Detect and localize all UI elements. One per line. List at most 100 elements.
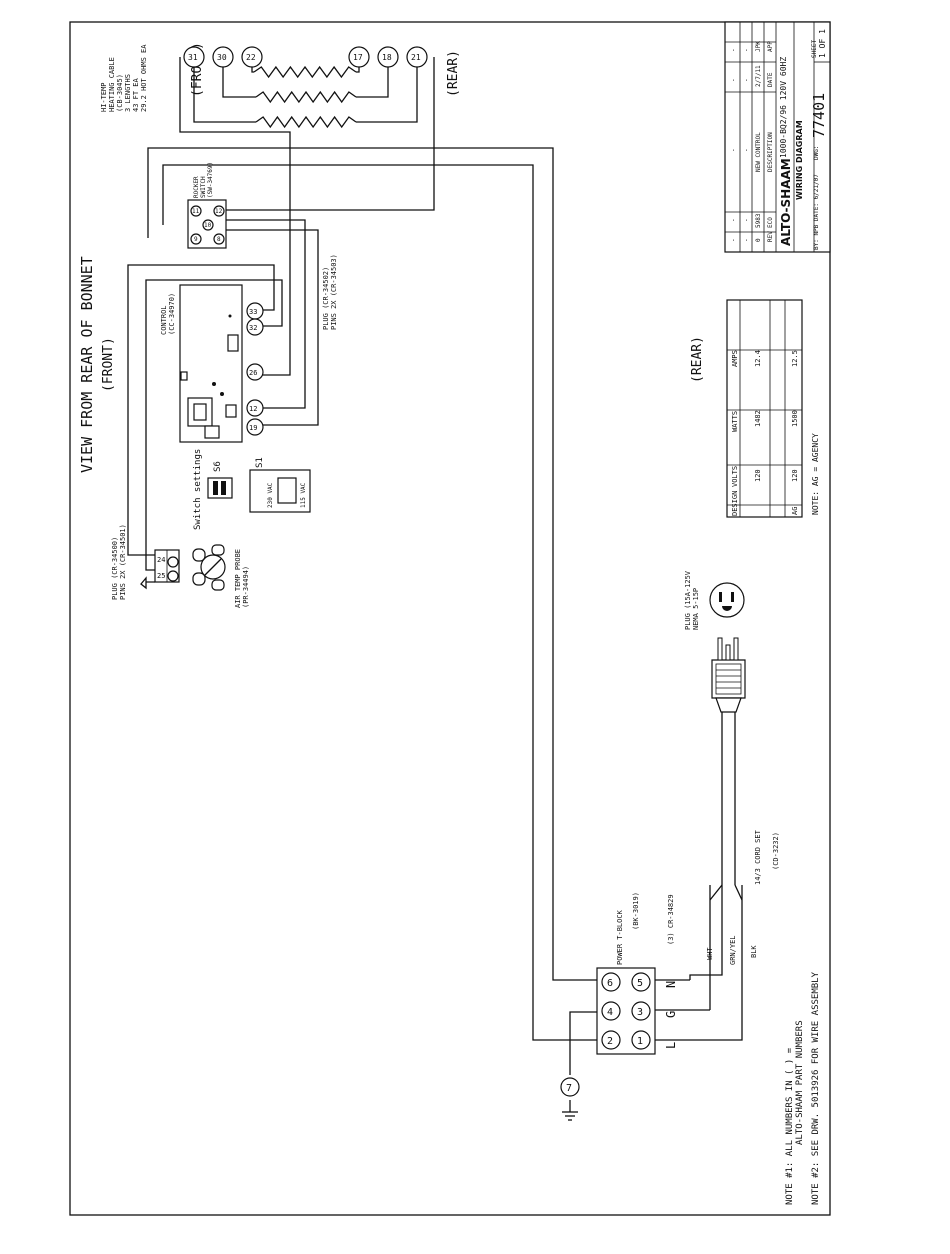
dwg-number: 77401 [810, 93, 828, 138]
svg-text:24: 24 [157, 556, 165, 564]
svg-text:11: 11 [192, 208, 200, 215]
spec-row-2-design: AG [791, 507, 799, 515]
svg-text:CONTROL: CONTROL [160, 305, 168, 335]
title-block: - - - - - - - - - - 0 5983 NEW CONTROL 2… [724, 21, 831, 253]
spec-header-amps: AMPS [731, 350, 739, 367]
svg-text:PINS 2X (CR-34503): PINS 2X (CR-34503) [330, 254, 338, 330]
svg-text:PINS 2X (CR-34501): PINS 2X (CR-34501) [119, 524, 127, 600]
svg-text:22: 22 [246, 53, 256, 62]
svg-text:ROCKER: ROCKER [193, 176, 200, 198]
ground-terminal [560, 1077, 580, 1097]
svg-text:32: 32 [249, 324, 257, 332]
spec-note: NOTE: AG = AGENCY [811, 433, 820, 515]
drawing-title: WIRING DIAGRAM [795, 120, 804, 200]
notes: NOTE #1: ALL NUMBERS IN ( ) = ALTO-SHAAM… [785, 971, 821, 1205]
nema-receptacle-icon [709, 582, 745, 618]
rev-row-1-eco: - [730, 218, 737, 222]
spec-row-2-amps: 12.5 [791, 350, 799, 367]
rev-head-app: APP [767, 41, 774, 52]
wire-grn: GRN/YEL [729, 935, 737, 965]
spec-row-2-watts: 1500 [791, 410, 799, 427]
sheet-number: 1 OF 1 [818, 29, 827, 58]
svg-text:(3) CR-34829: (3) CR-34829 [667, 894, 675, 945]
svg-text:1: 1 [637, 1036, 643, 1047]
neutral-label: N [664, 981, 678, 988]
heater-element-3 [255, 115, 357, 129]
svg-text:(CC-34970): (CC-34970) [168, 293, 176, 335]
wire-blk: BLK [750, 945, 758, 958]
power-plug: PLUG (15A-125V NEMA 5-15P 14/3 CORD SET … [684, 570, 780, 901]
svg-text:12: 12 [215, 208, 223, 215]
svg-text:(SW-34769): (SW-34769) [207, 162, 214, 198]
spec-row-2-volts: 120 [791, 469, 799, 482]
rev-row-2-app: - [743, 48, 750, 52]
svg-text:115 VAC: 115 VAC [300, 482, 307, 508]
svg-text:NOTE #1: ALL NUMBERS IN ( ) =: NOTE #1: ALL NUMBERS IN ( ) = [785, 1047, 795, 1205]
svg-text:12: 12 [249, 405, 257, 413]
svg-text:7: 7 [566, 1083, 572, 1094]
svg-text:3: 3 [637, 1007, 643, 1018]
svg-text:29.2 HOT OHMS EA: 29.2 HOT OHMS EA [140, 44, 148, 112]
line-label: L [664, 1042, 678, 1049]
rev-row-2-desc: - [743, 148, 750, 152]
svg-text:18: 18 [382, 53, 392, 62]
svg-text:230 VAC: 230 VAC [267, 482, 274, 508]
control-plug-label: PLUG (CR-34502) PINS 2X (CR-34503) [322, 254, 338, 330]
model-text: 1000-BQ2/96 120V 60HZ [779, 57, 788, 158]
rev-row-1-desc: - [730, 148, 737, 152]
rear-label-top: (REAR) [446, 50, 461, 97]
rev-row-1-rev: - [730, 238, 737, 242]
svg-text:S6: S6 [213, 461, 223, 472]
svg-text:ALTO-SHAAM PART NUMBERS: ALTO-SHAAM PART NUMBERS [795, 1020, 805, 1145]
svg-text:2: 2 [607, 1036, 613, 1047]
svg-text:S1: S1 [255, 457, 265, 468]
front-label: (FRONT) [101, 337, 116, 392]
spec-table: DESIGN VOLTS WATTS AMPS 120 1482 12.4 AG… [726, 299, 820, 518]
svg-text:(CD-3232): (CD-3232) [772, 832, 780, 870]
rev-row-3-eco: 5983 [755, 213, 762, 228]
svg-text:(PR-34494): (PR-34494) [242, 566, 250, 608]
spec-row-1-watts: 1482 [754, 410, 762, 427]
rev-row-1-date: - [730, 78, 737, 82]
rear-label-mid: (REAR) [690, 336, 705, 383]
svg-text:43 FT EA: 43 FT EA [132, 77, 140, 112]
svg-text:AIR TEMP PROBE: AIR TEMP PROBE [234, 549, 242, 608]
svg-text:NOTE #2: SEE DRW. 5013926 FOR: NOTE #2: SEE DRW. 5013926 FOR WIRE ASSEM… [811, 971, 821, 1205]
svg-text:PLUG (CR-34502): PLUG (CR-34502) [322, 267, 330, 330]
svg-text:30: 30 [217, 53, 227, 62]
spec-header-volts: VOLTS [731, 466, 739, 487]
svg-text:6: 6 [607, 978, 613, 989]
svg-text:HEATING CABLE: HEATING CABLE [108, 57, 116, 112]
heater-element-1 [253, 65, 357, 79]
rev-row-3-rev: 0 [755, 238, 762, 242]
svg-text:4: 4 [607, 1007, 613, 1018]
svg-text:(BK-3019): (BK-3019) [632, 892, 640, 930]
rev-row-3-date: 2/7/11 [755, 65, 762, 87]
svg-text:POWER T-BLOCK: POWER T-BLOCK [616, 909, 624, 965]
diagram-title: VIEW FROM REAR OF BONNET [78, 256, 96, 473]
rev-row-2-rev: - [743, 238, 750, 242]
svg-text:8: 8 [217, 236, 221, 243]
wire-wht: WHT [706, 947, 714, 960]
svg-text:SWITCH: SWITCH [200, 176, 207, 198]
svg-text:HI-TEMP: HI-TEMP [100, 82, 108, 112]
rev-row-1-app: - [730, 48, 737, 52]
svg-text:PLUG (CR-34500): PLUG (CR-34500) [111, 537, 119, 600]
svg-text:9: 9 [194, 236, 198, 243]
rev-row-3-desc: NEW CONTROL [755, 132, 762, 172]
svg-text:NEMA 5-15P: NEMA 5-15P [692, 588, 700, 630]
svg-text:(CB-3045): (CB-3045) [116, 74, 124, 112]
svg-text:19: 19 [249, 424, 257, 432]
dip-switch-s6 [207, 477, 233, 499]
svg-text:10: 10 [204, 222, 212, 229]
switch-settings-label: Switch settings [193, 449, 203, 530]
svg-text:25: 25 [157, 572, 165, 580]
power-t-block: 6 4 2 5 3 1 N G L POWER T-BLOCK (BK-3019… [596, 892, 758, 1055]
svg-text:14/3 CORD SET: 14/3 CORD SET [754, 829, 762, 885]
heating-cable-label: HI-TEMP HEATING CABLE (CB-3045) 3 LENGTH… [100, 44, 148, 112]
rev-head-rev: REV [767, 231, 774, 242]
svg-text:26: 26 [249, 369, 257, 377]
rev-row-2-eco: - [743, 218, 750, 222]
company-logo: ALTO-SHAAM [779, 158, 793, 246]
